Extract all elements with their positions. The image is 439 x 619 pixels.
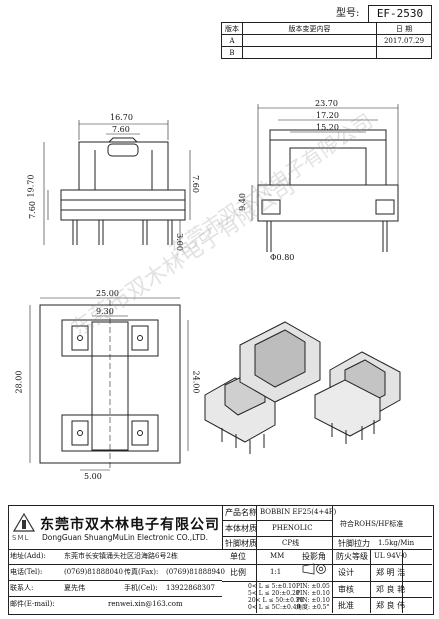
revision-table: 版本 版本变更内容 日 期 A 2017.07.29 B <box>221 22 432 59</box>
email-label: 邮件(E-mail): <box>10 600 55 608</box>
projection-symbol-icon <box>302 563 326 575</box>
design-value: 郑 明 浩 <box>376 568 406 577</box>
dim-left-lower: 7.60 <box>27 201 37 219</box>
design-label: 设计 <box>338 568 354 577</box>
fax-value: (0769)81888940 <box>166 568 225 576</box>
check-label: 审核 <box>338 585 354 594</box>
company-name-en: DongGuan ShuangMuLin Electronic CO.,LTD. <box>42 533 209 542</box>
side-view <box>252 104 398 252</box>
contact-label: 联系人: <box>10 584 34 592</box>
dim-plan-inner: 9.30 <box>96 307 114 316</box>
check-value: 邓 良 艳 <box>376 585 406 594</box>
dim-pin-dia: Φ0.80 <box>270 253 295 262</box>
rohs-note: 符合ROHS/HF标准 <box>340 520 404 528</box>
company-box <box>8 505 223 550</box>
dim-top-inner: 7.60 <box>112 125 130 134</box>
title-block <box>8 505 434 615</box>
flame-label: 防火等级 <box>336 552 368 561</box>
plan-view <box>30 298 188 470</box>
dim-left-height: 19.70 <box>26 174 36 198</box>
company-logo <box>12 512 36 533</box>
dim-right-inner: 7.60 <box>190 175 200 193</box>
tel-value: (0769)81888040 <box>64 568 123 576</box>
projection-label: 投影角 <box>302 552 326 561</box>
flame-value: UL 94V-0 <box>374 552 407 560</box>
dim-top-width: 16.70 <box>110 113 133 122</box>
front-view <box>44 120 190 245</box>
pull-label: 针脚拉力 <box>338 539 370 548</box>
rev-date <box>376 46 432 59</box>
fax-label: 传真(Fax): <box>124 568 159 576</box>
pin-material-value: CP线 <box>282 539 300 547</box>
approve-value: 郑 良 伟 <box>376 601 406 610</box>
material-value: PHENOLIC <box>272 524 313 532</box>
dim-plan-inner-h: 24.00 <box>191 370 201 394</box>
tolerance-line: 0< L ≤ 5:±0.10 <box>248 583 296 590</box>
isometric-view <box>205 322 400 454</box>
dim-plan-width: 25.00 <box>96 289 119 298</box>
tolerance-line: 20< L ≤ 50:±0.30 <box>248 597 304 604</box>
dim-side-mid: 17.20 <box>316 111 339 120</box>
material-label: 本体材质 <box>225 524 257 533</box>
address-value: 东莞市长安镇涌头社区沿海路6号2栋 <box>64 552 178 560</box>
product-name-label: 产品名称 <box>225 508 257 517</box>
company-name-cn: 东莞市双木林电子有限公司 <box>40 517 220 533</box>
email-value: renwei.xin@163.com <box>108 600 183 608</box>
approve-label: 批准 <box>338 601 354 610</box>
product-name-value: BOBBIN EF25(4+4P) <box>260 508 337 516</box>
tolerance-line: 0< L ≤ 5C:±0.40 <box>248 604 301 611</box>
ratio-label: 比例 <box>230 568 246 577</box>
tolerance-right: 角度: ±0.5° <box>296 604 330 611</box>
pull-value: 1.5kg/Min <box>378 539 415 547</box>
ratio-value: 1:1 <box>270 568 282 576</box>
dim-plan-pitch: 5.00 <box>84 472 102 481</box>
tolerance-right: PIN: ±0.10 <box>296 597 330 604</box>
dim-plan-height: 28.00 <box>14 370 24 394</box>
technical-drawing <box>0 0 439 505</box>
tolerance-right: PIN: ±0.10 <box>296 590 330 597</box>
spec-grid: 产品名称 BOBBIN EF25(4+4P) 本体材质 PHENOLIC 针脚材… <box>222 505 432 613</box>
rev-version: B <box>221 46 243 59</box>
dim-side-total: 23.70 <box>315 99 338 108</box>
contact-value: 夏先伟 <box>64 584 85 592</box>
logo-text: SML <box>12 534 30 542</box>
dim-side-inner: 15.20 <box>316 123 339 132</box>
tolerance-line: 5< L ≤ 20:±0.20 <box>248 590 300 597</box>
tel-label: 电话(Tel): <box>10 568 43 576</box>
unit-label: 单位 <box>230 552 246 561</box>
pin-material-label: 针脚材质 <box>225 539 257 548</box>
tolerance-right: PIN: ±0.05 <box>296 583 330 590</box>
mobile-label: 手机(Cel): <box>124 584 158 592</box>
unit-value: MM <box>270 552 285 560</box>
logo-icon <box>12 512 36 532</box>
contact-box: 地址(Add): 东莞市长安镇涌头社区沿海路6号2栋 电话(Tel): (076… <box>8 549 225 613</box>
mobile-value: 13922868307 <box>166 584 215 592</box>
address-label: 地址(Add): <box>10 552 46 560</box>
model-label: 型号: <box>336 8 360 19</box>
